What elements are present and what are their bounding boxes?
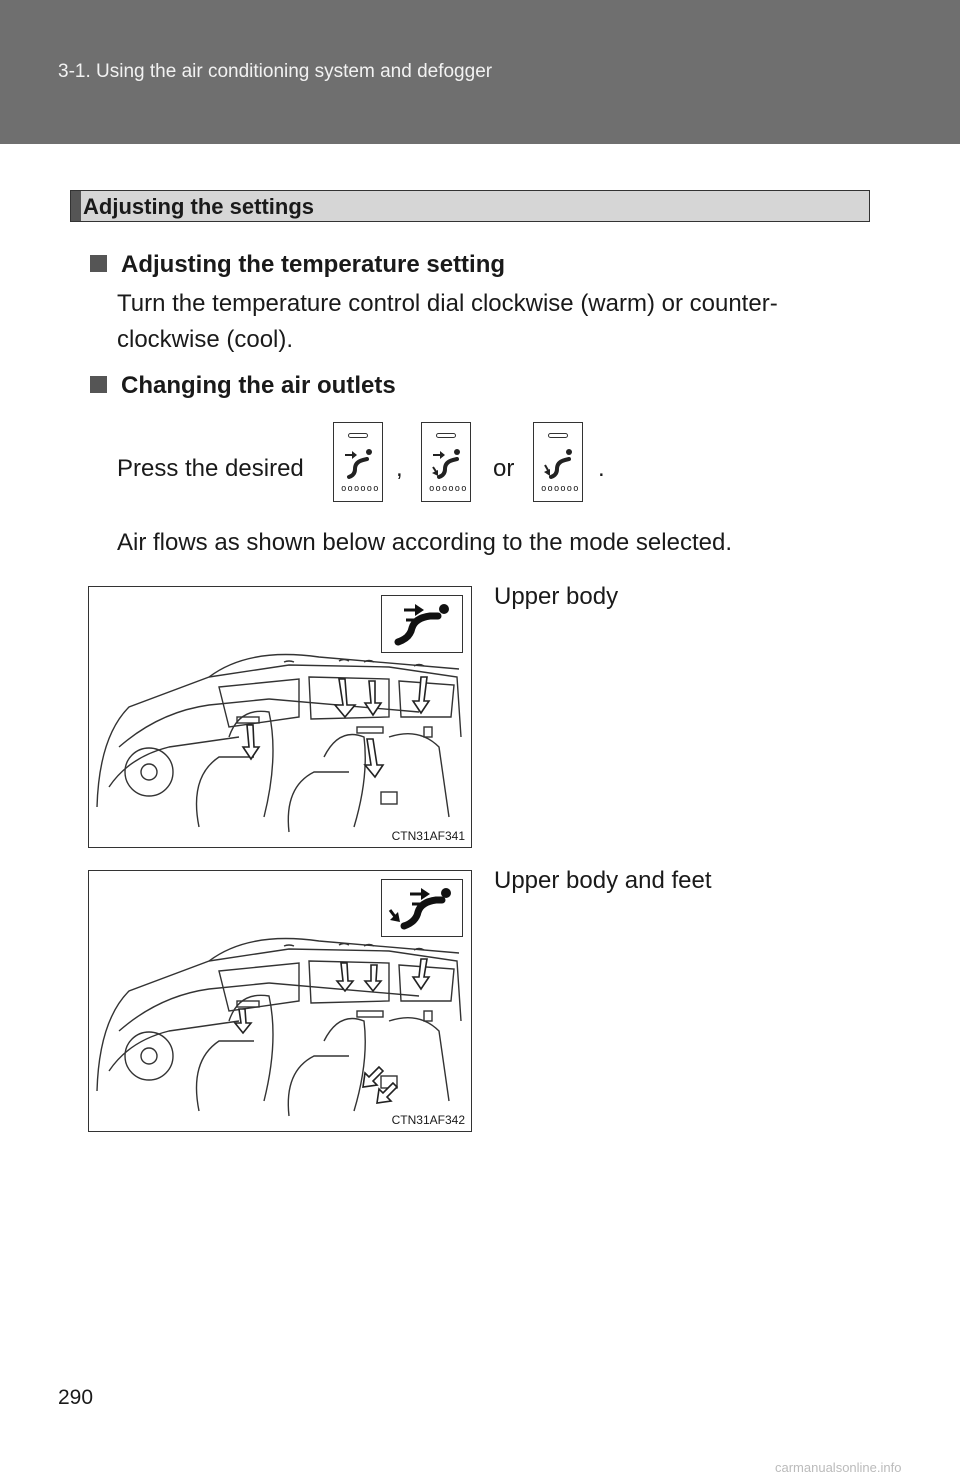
period: .	[598, 455, 605, 482]
square-bullet-icon	[90, 255, 107, 272]
upper-body-airflow-figure: CTN31AF341	[88, 586, 472, 848]
grille-dots: oooooo	[541, 484, 580, 494]
figure-code: CTN31AF342	[388, 1113, 465, 1127]
bi-level-airflow-figure: CTN31AF342	[88, 870, 472, 1132]
bi-level-mode-button: oooooo	[421, 422, 471, 502]
bi-level-mode-icon-box	[381, 879, 463, 937]
upper-body-mode-icon	[394, 604, 449, 646]
square-bullet-icon	[90, 376, 107, 393]
press-text: Press the desired	[117, 455, 304, 482]
airflow-text: Air flows as shown below according to th…	[117, 529, 732, 556]
upper-body-mode-button: oooooo	[333, 422, 383, 502]
page-header: 3-1. Using the air conditioning system a…	[0, 0, 960, 144]
section-heading-bar: Adjusting the settings	[70, 190, 870, 222]
section-title: Adjusting the settings	[83, 194, 314, 219]
temperature-line-1: Turn the temperature control dial clockw…	[117, 290, 778, 317]
upper-body-mode-icon-box	[381, 595, 463, 653]
indicator-light	[436, 433, 456, 438]
section-marker	[71, 191, 81, 221]
outlets-heading: Changing the air outlets	[90, 372, 396, 400]
temperature-heading-text: Adjusting the temperature setting	[121, 251, 506, 278]
watermark: carmanualsonline.info	[775, 1460, 902, 1475]
car-interior-illustration	[96, 937, 462, 1117]
figure-code: CTN31AF341	[388, 829, 465, 843]
or-text: or	[493, 455, 515, 482]
feet-mode-button: oooooo	[533, 422, 583, 502]
temperature-line-2: clockwise (cool).	[117, 326, 294, 353]
indicator-light	[548, 433, 568, 438]
grille-dots: oooooo	[341, 484, 380, 494]
figure-caption: Upper body and feet	[494, 867, 712, 894]
car-interior-illustration	[96, 653, 462, 833]
upper-body-mode-icon	[345, 449, 372, 479]
bi-level-mode-icon	[432, 449, 460, 479]
feet-mode-icon	[544, 449, 572, 479]
temperature-heading: Adjusting the temperature setting	[90, 251, 505, 279]
page-number: 290	[58, 1386, 94, 1409]
figure-caption: Upper body	[494, 583, 619, 610]
chapter-title: 3-1. Using the air conditioning system a…	[58, 61, 493, 82]
indicator-light	[348, 433, 368, 438]
outlets-heading-text: Changing the air outlets	[121, 372, 396, 399]
comma: ,	[396, 455, 403, 482]
grille-dots: oooooo	[429, 484, 468, 494]
bi-level-mode-icon	[388, 888, 451, 930]
